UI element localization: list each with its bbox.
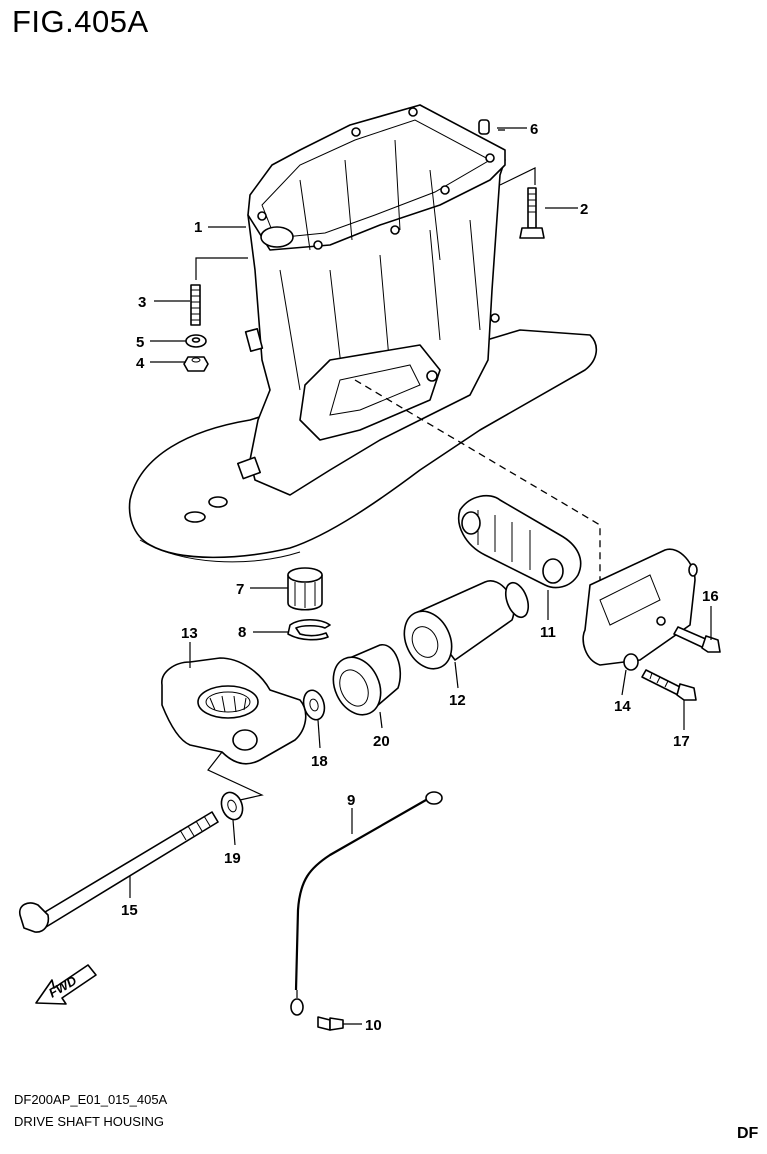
housing-bolt xyxy=(519,187,545,239)
diagram-name: DRIVE SHAFT HOUSING xyxy=(14,1114,165,1129)
callout-15: 15 xyxy=(121,902,138,919)
stud-bolt xyxy=(190,284,201,326)
upper-mount-bracket xyxy=(582,548,698,671)
washer xyxy=(185,334,207,348)
callout-19: 19 xyxy=(224,850,241,867)
bushing xyxy=(287,567,323,611)
callout-13: 13 xyxy=(181,625,198,642)
flat-washer-18 xyxy=(302,689,326,721)
callout-6: 6 xyxy=(530,121,538,138)
callout-11: 11 xyxy=(540,624,556,641)
callout-1: 1 xyxy=(194,219,202,236)
screw-10 xyxy=(317,1016,344,1031)
callout-17: 17 xyxy=(673,733,690,750)
callout-18: 18 xyxy=(311,753,328,770)
corner-label: DF xyxy=(737,1125,759,1142)
callout-4: 4 xyxy=(136,355,145,372)
diagram-code: DF200AP_E01_015_405A xyxy=(14,1092,168,1107)
mount-seal xyxy=(332,644,402,716)
flat-washer-19 xyxy=(220,791,244,821)
callout-5: 5 xyxy=(136,334,144,351)
callout-14: 14 xyxy=(614,698,631,715)
mount-rubber xyxy=(458,494,582,589)
snap-ring xyxy=(287,618,331,641)
dowel-pin xyxy=(478,119,490,135)
callout-10: 10 xyxy=(365,1017,382,1034)
long-bolt xyxy=(18,811,219,933)
callout-16: 16 xyxy=(702,588,719,605)
callout-2: 2 xyxy=(580,201,588,218)
bolt-17 xyxy=(641,669,697,701)
forward-direction-arrow: FWD xyxy=(35,964,97,1005)
callout-3: 3 xyxy=(138,294,146,311)
callout-8: 8 xyxy=(238,624,246,641)
callout-9: 9 xyxy=(347,792,355,809)
callout-12: 12 xyxy=(449,692,466,709)
callout-7: 7 xyxy=(236,581,244,598)
nut xyxy=(183,356,209,372)
leader-lines xyxy=(129,127,712,1025)
callout-20: 20 xyxy=(373,733,390,750)
figure-title: FIG.405A xyxy=(12,4,149,39)
upper-mount xyxy=(403,580,530,670)
bolt-16 xyxy=(673,626,721,653)
ground-cable xyxy=(290,791,443,1016)
drive-shaft-housing xyxy=(128,104,598,563)
lower-mount-bracket xyxy=(161,657,307,765)
